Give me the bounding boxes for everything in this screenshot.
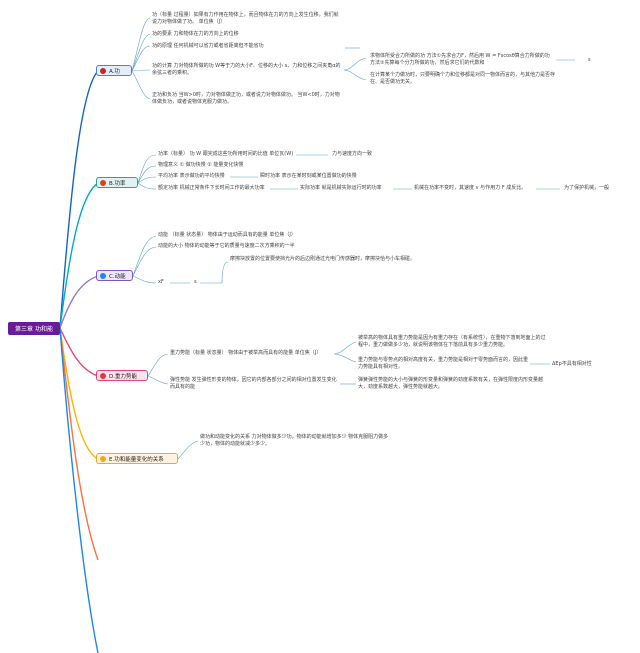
branch-c-dot-icon — [100, 272, 106, 279]
branch-c-connector — [59, 275, 99, 329]
a-sub-1: 求物体所受合力所做的功 方法①先求合力F，然后用 W = Fscosθ算合力所做… — [370, 53, 550, 66]
b-sub-5: 为了保护机械，一般 — [564, 185, 610, 191]
branch-g-connector — [59, 327, 99, 653]
b-item-3: 平均功率 表示做功的平均快慢 — [158, 173, 225, 179]
a-item-2: 功的要素 力和物体在力的方向上的位移 — [152, 31, 239, 37]
a-s-label: s — [588, 57, 591, 63]
a-item-4: 功的计算 力对物体所做的功 W等于力的大小F、位移的大小 s、力和位移之间夹角α… — [152, 63, 341, 76]
branch-e-connector — [59, 327, 99, 460]
root-node[interactable]: 第三章 功和能 — [8, 322, 60, 335]
b-sub-1: 力与速度方向一致 — [332, 151, 373, 157]
branch-b-title: B.功率 — [109, 180, 126, 187]
b-item-1: 功率（标量） 功 W 跟完成这些功所用时间的比值 单位瓦(W) — [158, 151, 294, 157]
a-item-1: 功（标量 过程量）如果有力作用在物体上，而且物体在力的方向上发生位移，我们就说力… — [152, 12, 339, 25]
branch-d-connector — [59, 327, 99, 377]
branch-b-connector — [59, 182, 99, 329]
c-sub-2: s — [194, 279, 197, 285]
branch-c-title: C.动能 — [109, 273, 126, 280]
b-item-2: 物理意义 ① 做功快慢 ② 能量变化快慢 — [158, 162, 244, 168]
branch-f-connector — [59, 327, 99, 561]
a-item-3: 功的原理 任何机械可以省力或者省距离但不能省功 — [152, 43, 264, 49]
branch-d-title: D.重力势能 — [109, 373, 137, 380]
e-item-1: 做功和动能变化的关系 力对物体做多少功，物体的动能就增加多少 物体克服阻力做多少… — [200, 434, 389, 447]
d-sub-2: 重力势能与零势点的相对高度有关，重力势能是相对于零势面而言的，因此重力势能具有相… — [358, 357, 529, 370]
c-item-2: 动能的大小 物体的动能等于它的质量与速度二次方乘积的一半 — [158, 243, 295, 249]
branch-a-title: A.功 — [109, 68, 120, 75]
a-item-5: 正功和负功 当W>0时，力对物体做正功，或者说力对物体做功。 当W<0时，力对物… — [152, 92, 340, 105]
b-sub-4: 机械在功率不变时，其速度 v 与作用力 F 成反比。 — [414, 185, 527, 191]
d-item-2: 弹性势能 发生弹性形变的物体，因它的内部各部分之间的相对位置发生变化而具有的能 — [170, 377, 337, 390]
d-sub-3: ΔEp不具有相对性 — [552, 361, 592, 367]
d-sub-4: 弹簧弹性势能的大小与弹簧的形变量和弹簧的劲度系数有关，在弹性限度内形变量越大，劲… — [358, 377, 544, 390]
branch-a-dot-icon — [100, 67, 106, 74]
d-sub-1: 被举高的物体具有重力势能是因为有重力存在（有系统性），在重物下落到地面上的过程中… — [358, 335, 546, 348]
c-item-1: 动能 （标量 状态量） 物体由于运动而具有的能量 单位焦（J） — [158, 232, 296, 238]
a-sub-2: 在计算某个力做功时，只要明确个力和位移都是对同一物体而言的，与其他力是否存在、是… — [370, 72, 556, 85]
b-item-4: 额定功率 机械正常条件下长时间工作的最大功率 — [158, 185, 265, 191]
branch-b-node[interactable]: B.功率 — [96, 177, 138, 188]
branch-e-dot-icon — [100, 455, 106, 462]
branch-a-connector — [59, 70, 99, 329]
branch-c-node[interactable]: C.动能 — [96, 270, 133, 281]
b-sub-3: 实际功率 就是机械实际运行时的功率 — [300, 185, 382, 191]
branch-d-dot-icon — [100, 372, 106, 379]
c-item-3: xF — [158, 279, 164, 285]
branch-d-node[interactable]: D.重力势能 — [96, 370, 148, 381]
branch-b-dot-icon — [100, 179, 106, 186]
branch-e-title: E.功和能量变化的关系 — [109, 456, 164, 463]
branch-a-node[interactable]: A.功 — [96, 65, 132, 76]
branch-e-node[interactable]: E.功和能量变化的关系 — [96, 453, 178, 464]
c-sub-1: 摩擦块放置的位置要使挡光片的后边刚通过光电门传感器时，摩擦块恰与小车相碰。 — [230, 256, 416, 262]
b-sub-2: 瞬时功率 表示在某时刻或某位置做功的快慢 — [260, 173, 357, 179]
d-item-1: 重力势能（标量 状态量） 物体由于被举高而具有的能量 单位焦（J） — [170, 350, 322, 356]
